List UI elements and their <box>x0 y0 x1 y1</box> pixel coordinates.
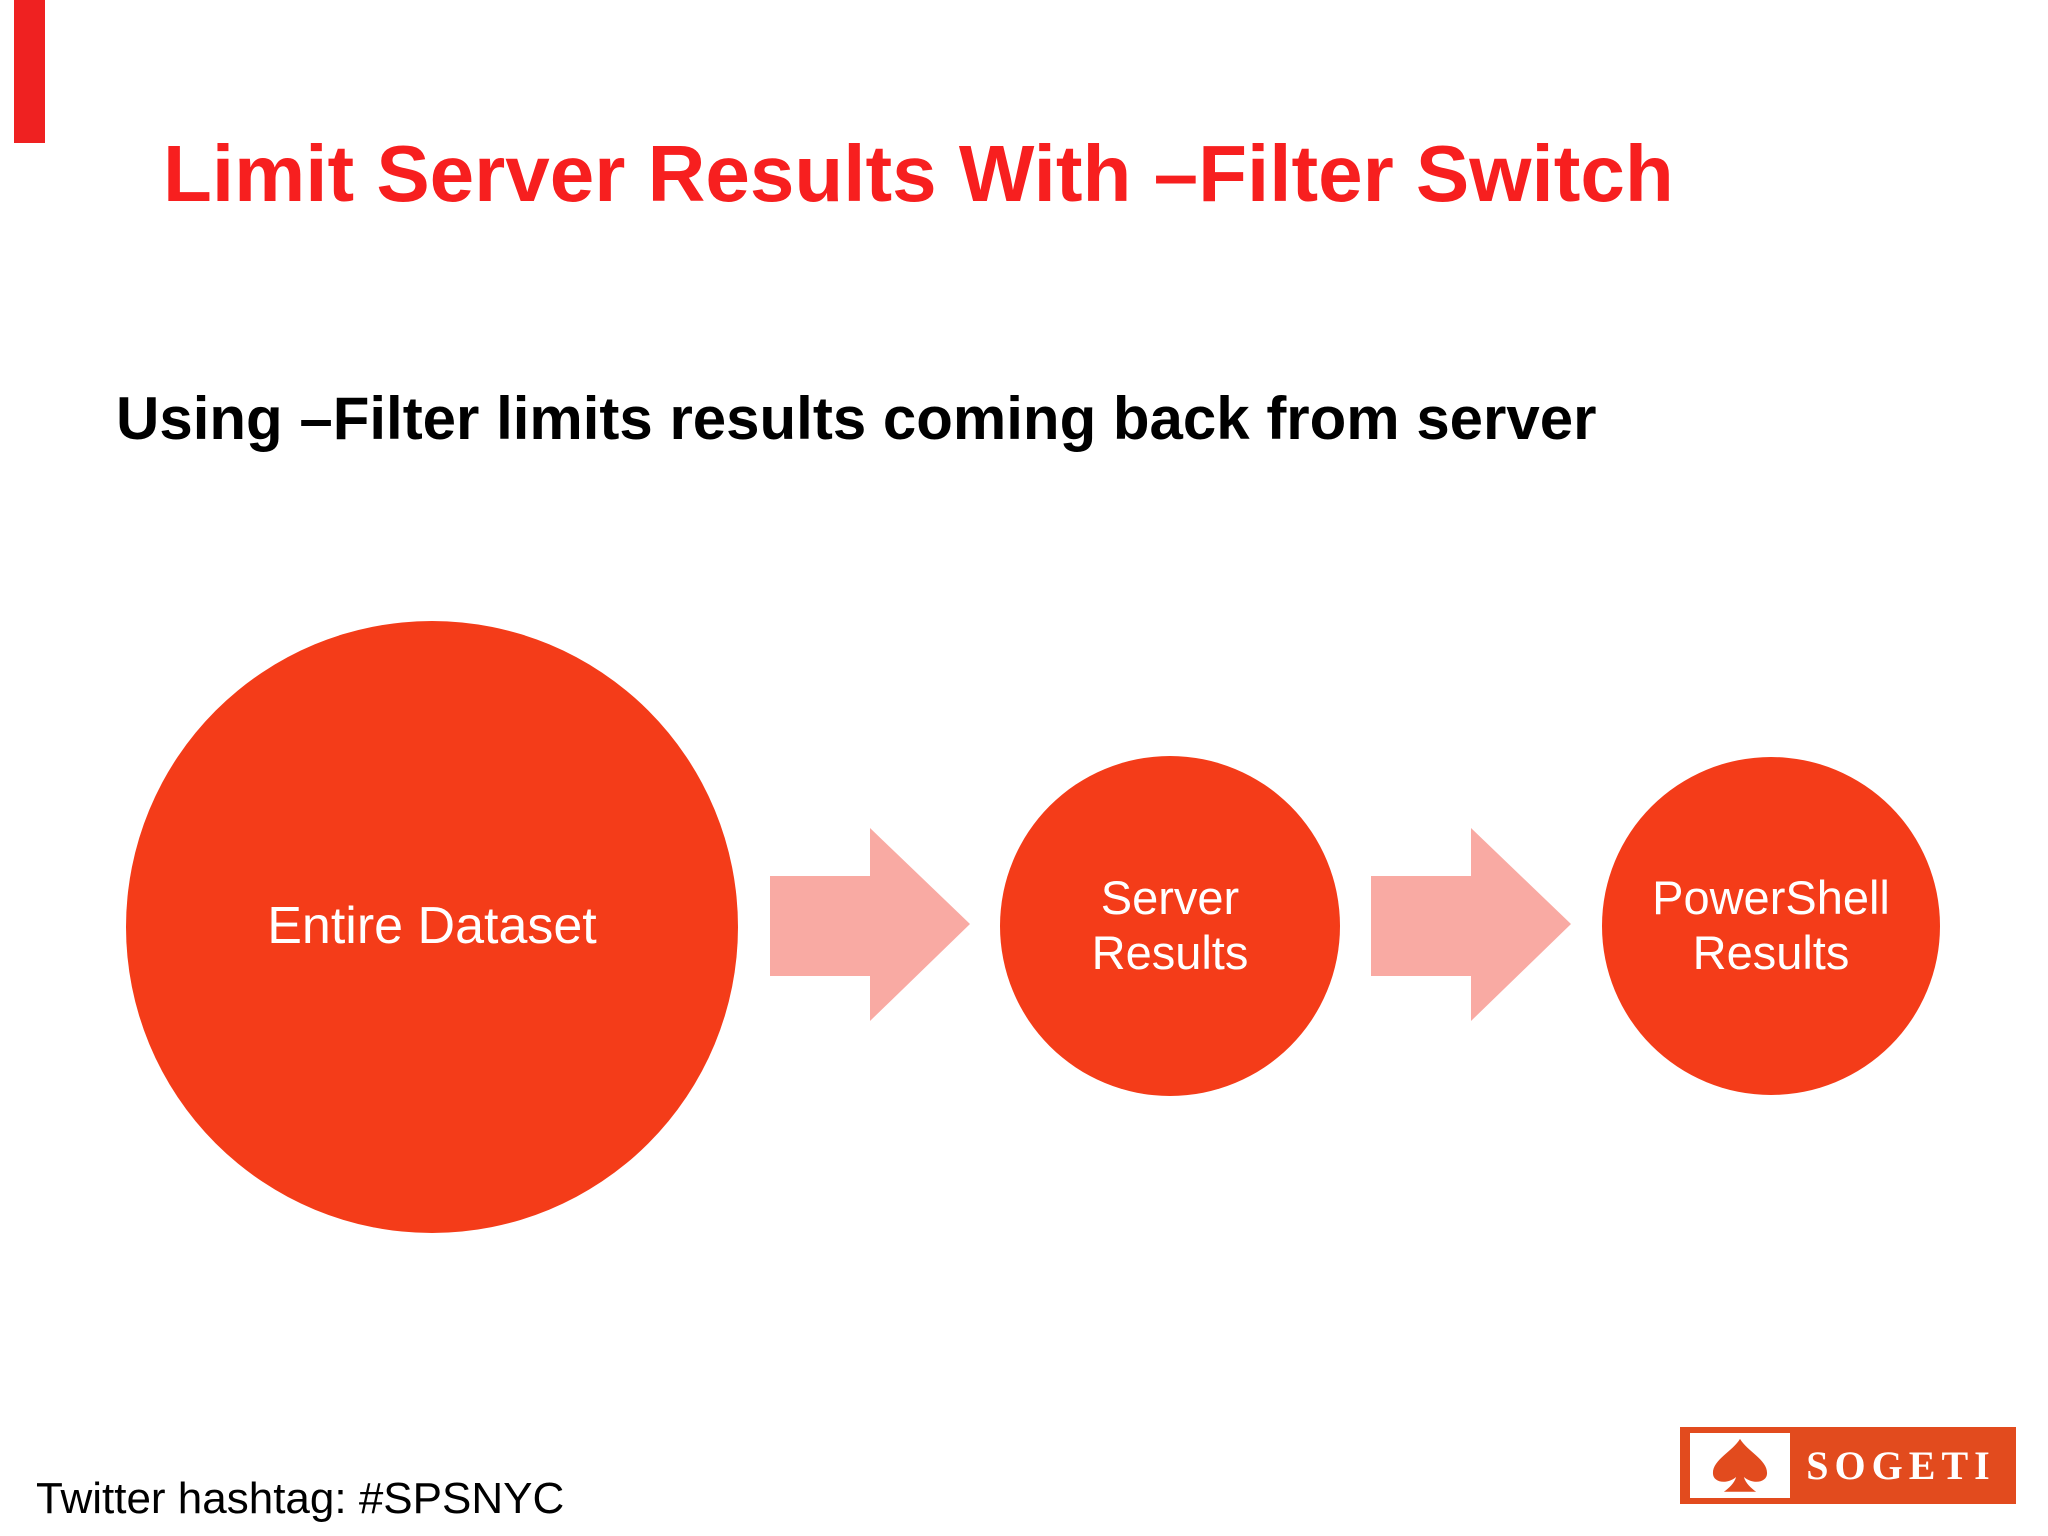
node-server-results: Server Results <box>1000 756 1340 1096</box>
sogeti-logo: SOGETI <box>1680 1427 2016 1504</box>
flow-arrow-icon <box>1371 828 1571 1021</box>
footer-hashtag: Twitter hashtag: #SPSNYC <box>36 1474 565 1523</box>
node-label: PowerShell Results <box>1652 871 1890 979</box>
page-title: Limit Server Results With –Filter Switch <box>163 129 1674 218</box>
node-powershell-results: PowerShell Results <box>1602 757 1940 1095</box>
subtitle: Using –Filter limits results coming back… <box>116 385 1597 452</box>
node-entire-dataset: Entire Dataset <box>126 621 738 1233</box>
spade-icon <box>1690 1433 1790 1498</box>
node-label: Entire Dataset <box>267 897 597 956</box>
node-label: Server Results <box>1091 871 1249 979</box>
sogeti-wordmark: SOGETI <box>1806 1443 1996 1488</box>
red-accent-bar <box>14 0 45 143</box>
flow-arrow-icon <box>770 828 970 1021</box>
